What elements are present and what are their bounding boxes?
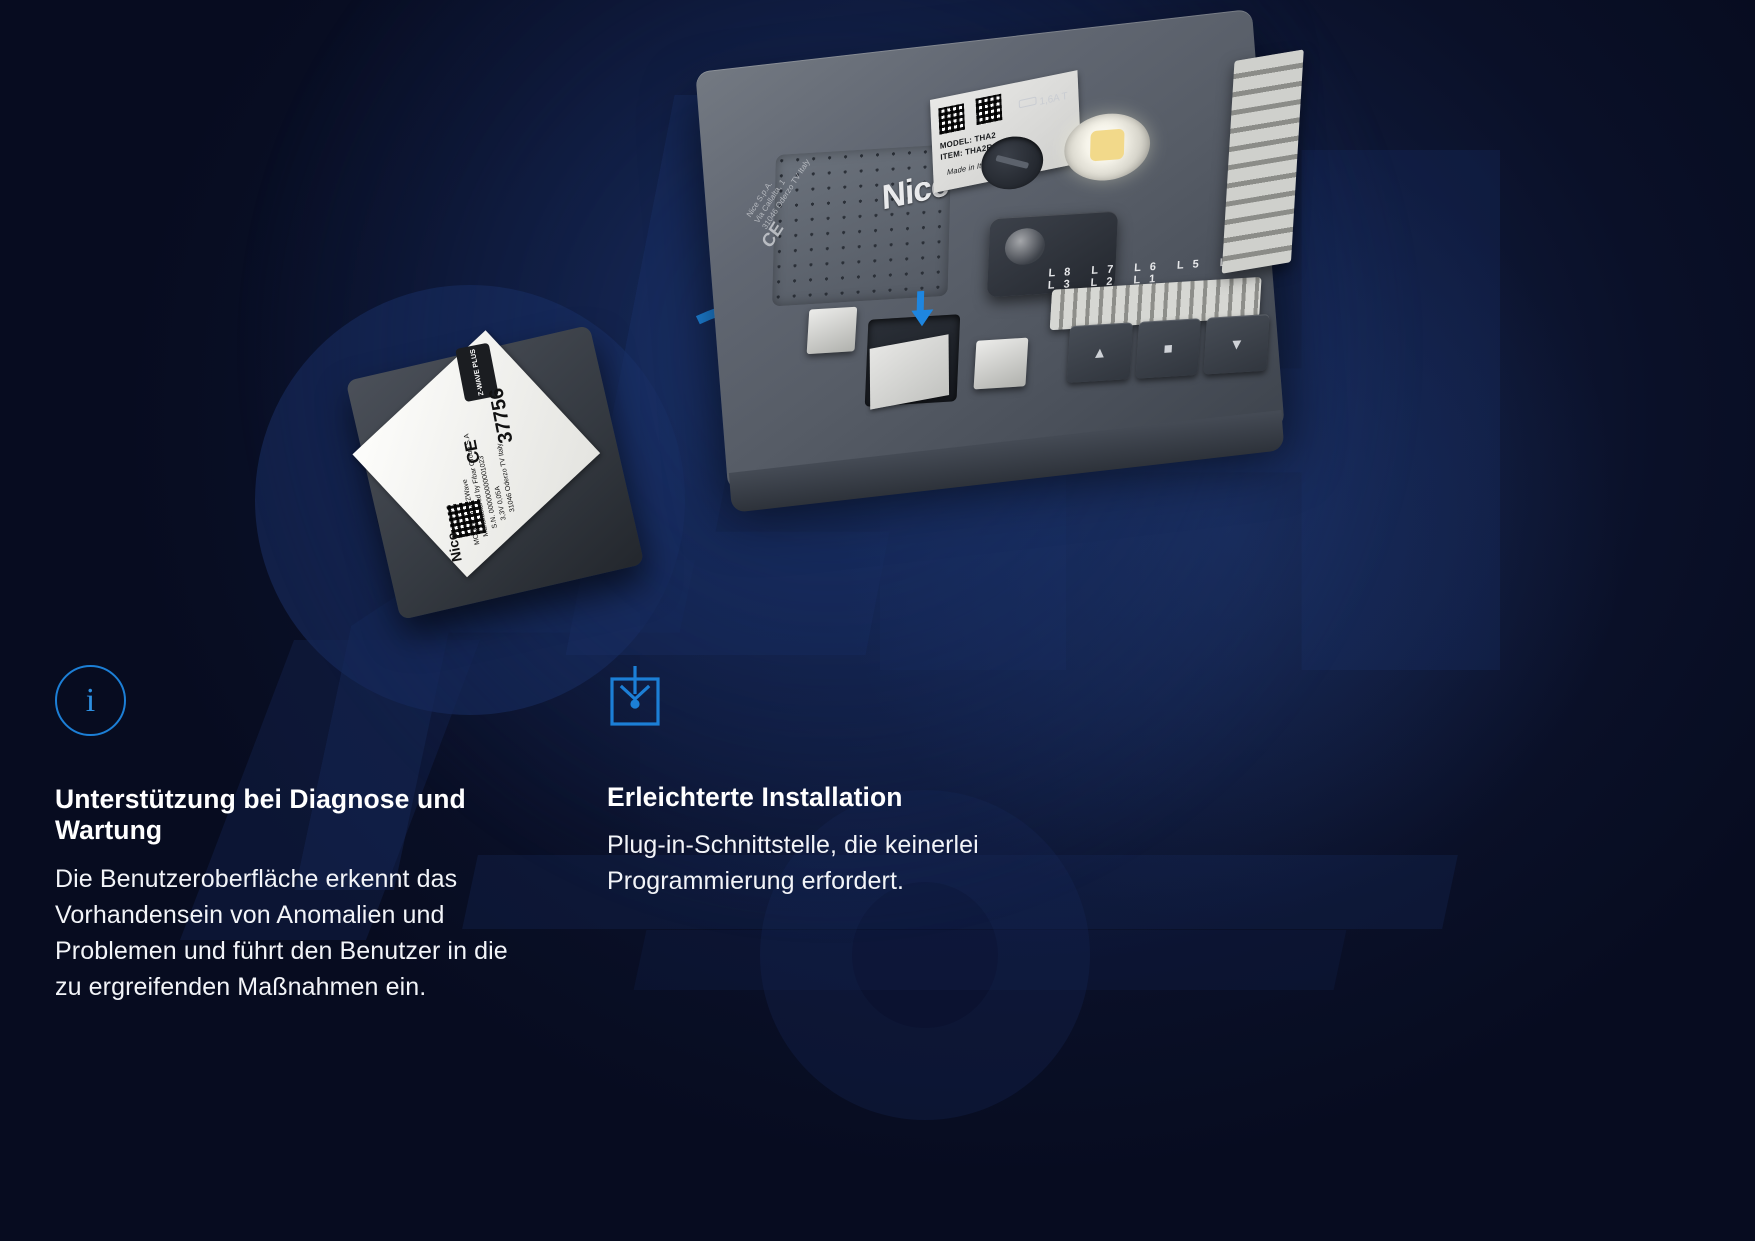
datamatrix-icon [938, 103, 965, 135]
datamatrix-icon-secondary [975, 93, 1003, 126]
white-connector-right [973, 337, 1029, 390]
module-number: 37756 [485, 385, 518, 445]
feature-body: Die Benutzeroberfläche erkennt das Vorha… [55, 865, 508, 1001]
button-up[interactable]: ▲ [1066, 322, 1133, 383]
feature-title: Unterstützung bei Diagnose und Wartung [55, 784, 466, 845]
info-circle-icon: i [55, 665, 126, 736]
insert-arrow-head [910, 309, 934, 327]
feature-title: Erleichterte Installation [607, 782, 903, 812]
side-terminal-connector [1221, 49, 1304, 274]
button-stop[interactable]: ■ [1135, 318, 1202, 379]
info-glyph: i [85, 681, 96, 719]
feature-card-installation: Erleichterte Installation Plug-in-Schnit… [607, 665, 1007, 899]
feature-card-diagnostics: i Unterstützung bei Diagnose und Wartung… [55, 665, 525, 1005]
feature-body: Plug-in-Schnittstelle, die keinerlei Pro… [607, 831, 979, 895]
white-connector-left [806, 306, 858, 355]
insert-module-icon [610, 666, 660, 726]
button-down[interactable]: ▼ [1203, 313, 1270, 375]
